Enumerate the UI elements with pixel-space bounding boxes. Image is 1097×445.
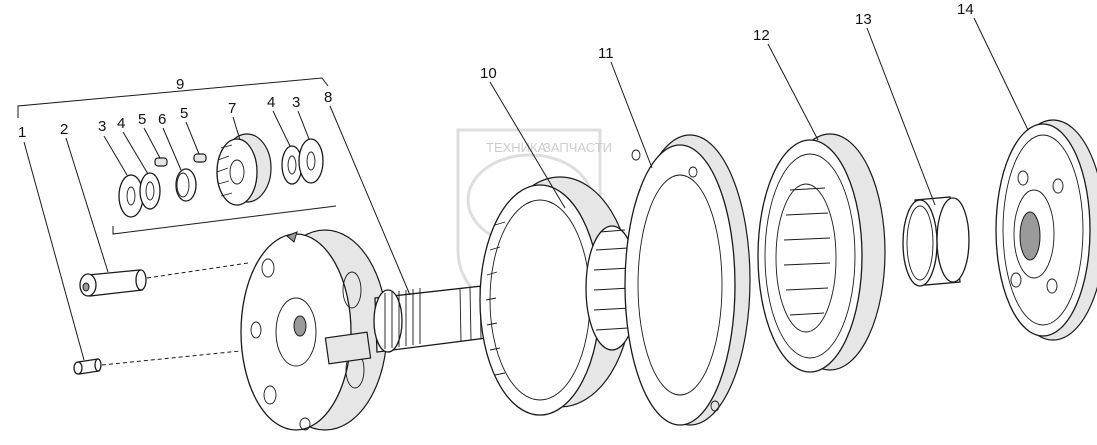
part-11-friction-plate — [624, 134, 751, 426]
part-10-ring-gear — [479, 176, 639, 416]
callout-14: 14 — [957, 1, 974, 18]
part-5-pin-right — [193, 153, 207, 163]
leader-lines — [23, 17, 1029, 361]
callout-8: 8 — [324, 89, 332, 106]
part-1-pin — [73, 358, 102, 375]
callout-10: 10 — [480, 65, 497, 82]
part-shaft — [373, 283, 503, 353]
part-12-clutch-hub — [757, 133, 886, 373]
callout-9: 9 — [176, 76, 184, 93]
callout-1: 1 — [18, 124, 26, 141]
bracket-9-bottom — [112, 205, 337, 235]
part-2-axle — [79, 269, 147, 297]
callout-12: 12 — [753, 27, 770, 44]
part-14-gear-hub — [995, 119, 1097, 341]
watermark-right-word: ЗАПЧАСТИ — [543, 140, 612, 155]
callout-2: 2 — [60, 121, 68, 138]
callout-6: 6 — [158, 111, 166, 128]
part-3-washer-left — [118, 174, 144, 218]
axis-line-lower — [101, 349, 251, 366]
callout-labels: 1 2 3 4 5 6 5 7 4 3 8 9 10 11 12 13 14 — [18, 1, 974, 141]
part-7-planet-gear — [216, 133, 272, 206]
callout-7: 7 — [228, 100, 236, 117]
part-4-washer-left — [139, 172, 161, 210]
part-3-washer-right — [298, 138, 324, 184]
part-13-sleeve — [902, 196, 970, 287]
bracket-9-top — [17, 77, 329, 118]
axis-line-upper — [146, 262, 249, 279]
callout-3b: 3 — [292, 94, 300, 111]
part-5-pin-left — [154, 157, 168, 167]
callout-4b: 4 — [267, 94, 275, 111]
part-8-planet-carrier — [240, 229, 388, 431]
callout-3: 3 — [98, 118, 106, 135]
part-6-bushing — [175, 168, 197, 202]
callout-11: 11 — [598, 45, 614, 62]
callout-4: 4 — [117, 115, 125, 132]
callout-5: 5 — [138, 111, 146, 128]
part-4-washer-right — [281, 145, 303, 185]
watermark-left-word: ТЕХНИКА — [486, 140, 547, 155]
callout-13: 13 — [855, 11, 872, 28]
callout-5b: 5 — [180, 105, 188, 122]
